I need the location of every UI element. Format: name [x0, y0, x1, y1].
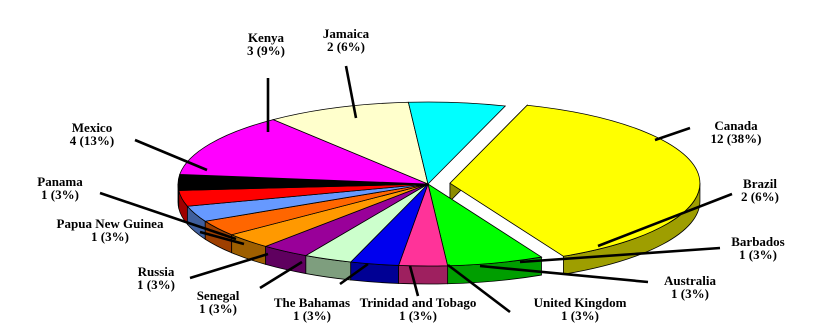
leader-line-mexico: [134, 138, 208, 172]
slice-label-name: Panama: [37, 174, 83, 189]
slice-label-value: 1 (3%): [91, 229, 129, 244]
slice-label-name: Barbados: [731, 234, 784, 249]
slice-kenya: [271, 101, 429, 185]
slice-label-value: 12 (38%): [711, 131, 762, 146]
slice-label-value: 1 (3%): [137, 277, 175, 292]
leader-line-papua-new-guinea: [199, 230, 245, 246]
slice-side-barbados: [398, 265, 449, 285]
slice-label-name: Jamaica: [323, 26, 370, 41]
slice-label-name: United Kingdom: [534, 295, 627, 310]
slice-label-name: Mexico: [72, 120, 112, 135]
slice-label-name: Papua New Guinea: [57, 216, 164, 231]
slice-label-value: 1 (3%): [399, 308, 437, 323]
slice-label-name: Kenya: [248, 30, 285, 45]
slice-canada: [449, 104, 701, 257]
leader-line-brazil: [597, 192, 733, 248]
slice-label-name: Canada: [714, 118, 758, 133]
slice-label-name: The Bahamas: [274, 295, 350, 310]
slice-label-value: 2 (6%): [741, 189, 779, 204]
slice-label-name: Brazil: [743, 176, 777, 191]
leader-line-australia: [479, 264, 649, 284]
slice-label-name: Senegal: [197, 288, 240, 303]
slice-jamaica: [407, 101, 507, 185]
leader-line-united-kingdom: [447, 263, 511, 314]
leader-line-trinidad-and-tobago: [408, 265, 420, 297]
slice-label-value: 4 (13%): [70, 133, 114, 148]
leader-line-senegal: [259, 260, 303, 290]
pie-tops: [177, 101, 701, 267]
leader-lines: [99, 65, 733, 314]
slice-label-value: 1 (3%): [199, 301, 237, 316]
slice-mexico: [179, 119, 429, 185]
slice-label-value: 1 (3%): [561, 308, 599, 323]
slice-label-value: 1 (3%): [293, 308, 331, 323]
slice-label-name: Trinidad and Tobago: [360, 295, 477, 310]
leader-line-canada: [654, 126, 691, 142]
slice-label-name: Australia: [664, 273, 717, 288]
slice-label-value: 2 (6%): [327, 39, 365, 54]
leader-line-jamaica: [344, 65, 358, 119]
leader-line-russia: [189, 252, 269, 280]
leader-line-the-bahamas: [339, 262, 369, 286]
slice-label-value: 1 (3%): [671, 286, 709, 301]
slice-label-name: Russia: [138, 264, 175, 279]
slice-label-value: 1 (3%): [41, 187, 79, 202]
slice-label-value: 3 (9%): [247, 43, 285, 58]
leader-line-barbados: [519, 246, 721, 264]
leader-line-panama: [99, 191, 237, 241]
slice-label-value: 1 (3%): [739, 247, 777, 262]
